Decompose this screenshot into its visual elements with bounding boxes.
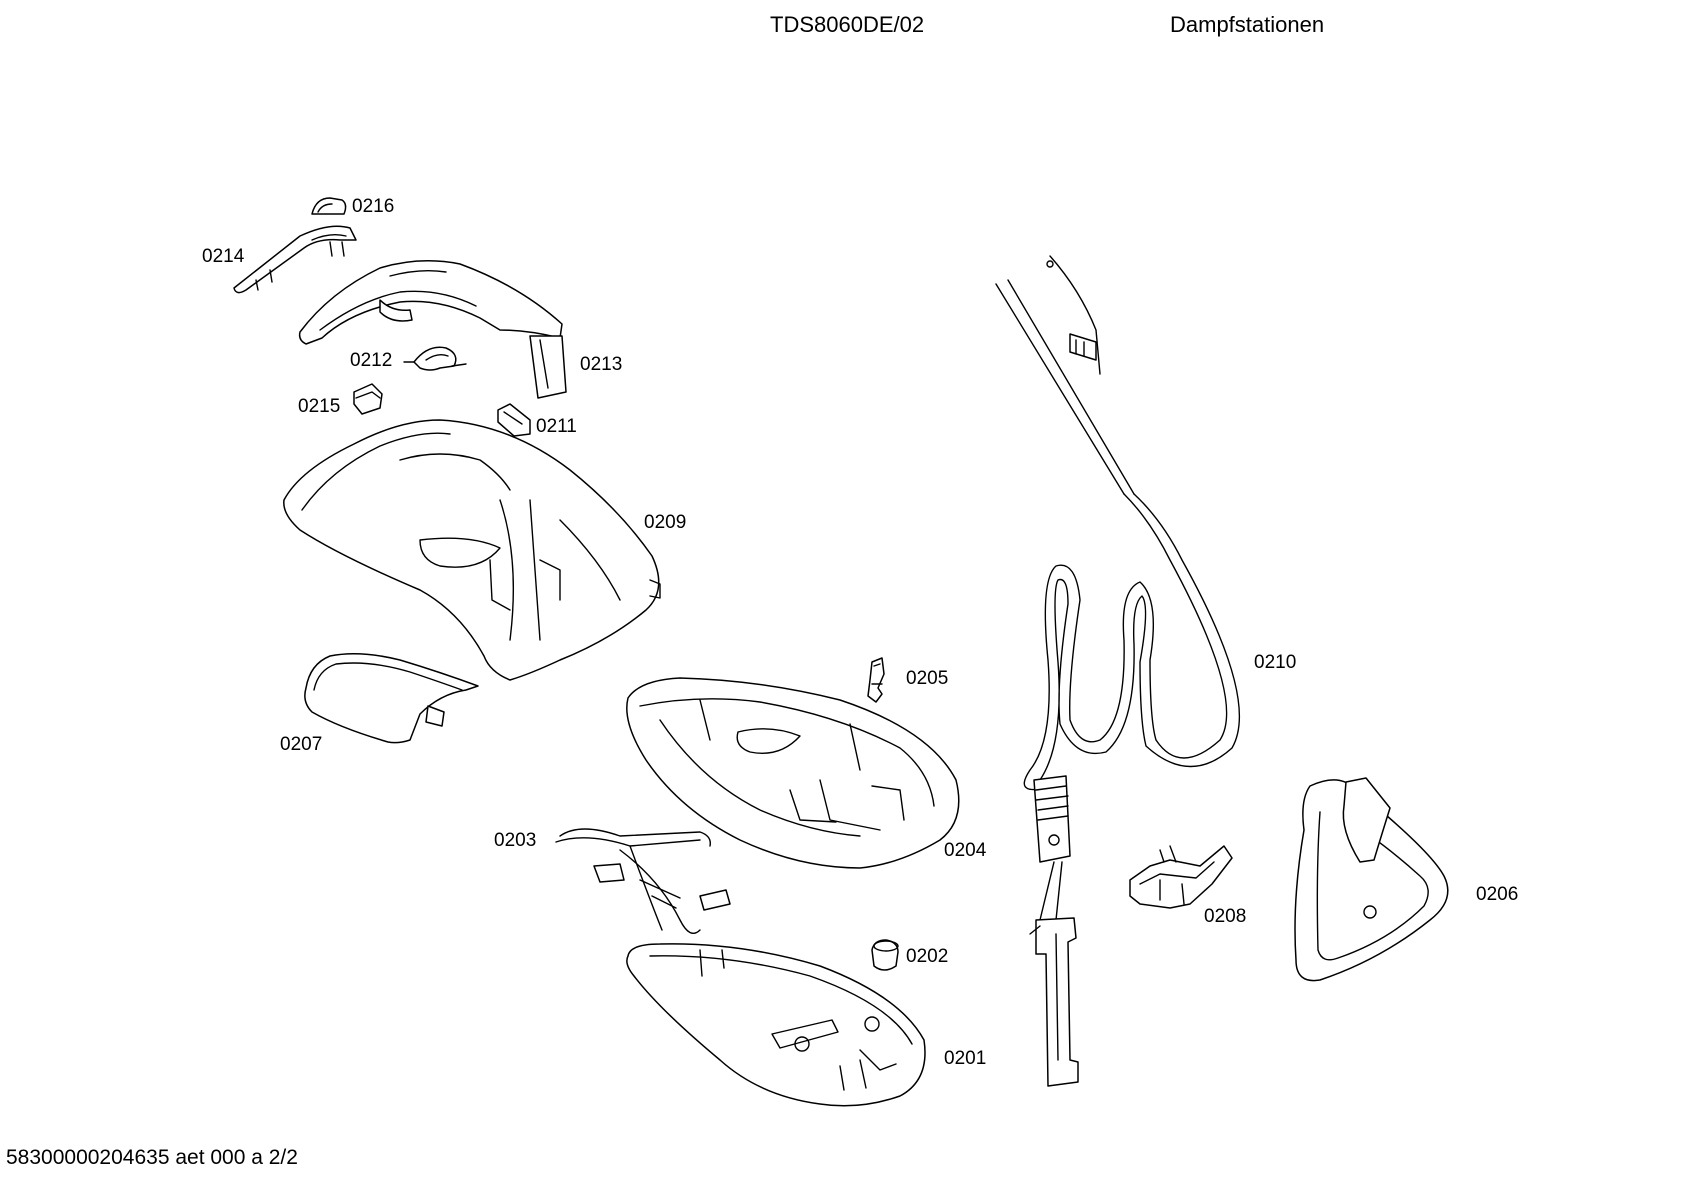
part-0207-cover-plate[interactable]: 0207: [280, 653, 479, 755]
part-0205-sensor[interactable]: 0205: [867, 657, 948, 703]
part-0211-contact-holder[interactable]: 0211: [497, 403, 577, 437]
part-0206-handle-loop[interactable]: 0206: [1294, 777, 1518, 982]
part-0202-knob[interactable]: 0202: [871, 939, 948, 971]
part-label-0203: 0203: [494, 830, 536, 851]
part-label-0201: 0201: [944, 1048, 986, 1069]
part-label-0206: 0206: [1476, 884, 1518, 905]
part-0216-button-cap[interactable]: 0216: [311, 196, 394, 217]
part-label-0211: 0211: [536, 416, 577, 437]
document-code: 58300000204635 aet 000 a 2/2: [6, 1146, 298, 1169]
part-label-0214: 0214: [202, 246, 245, 267]
part-label-0210: 0210: [1254, 652, 1296, 673]
product-category: Dampfstationen: [1170, 12, 1325, 37]
part-label-0207: 0207: [280, 734, 322, 755]
part-label-0216: 0216: [352, 196, 394, 217]
part-label-0212: 0212: [350, 350, 392, 371]
part-0210-steam-hose-cord[interactable]: 0210: [995, 255, 1296, 1087]
part-label-0215: 0215: [298, 396, 340, 417]
part-label-0205: 0205: [906, 668, 948, 689]
part-0203-wiring-harness[interactable]: 0203: [494, 828, 731, 934]
part-0201-soleplate[interactable]: 0201: [626, 943, 986, 1107]
model-number: TDS8060DE/02: [770, 12, 925, 37]
part-0204-base-body[interactable]: 0204: [626, 677, 987, 869]
part-label-0213: 0213: [580, 354, 622, 375]
part-0209-iron-housing[interactable]: 0209: [283, 419, 686, 681]
part-0213-handle[interactable]: 0213: [298, 260, 623, 399]
part-0208-bracket[interactable]: 0208: [1129, 845, 1246, 927]
part-label-0208: 0208: [1204, 906, 1246, 927]
part-label-0209: 0209: [644, 512, 686, 533]
part-label-0202: 0202: [906, 946, 948, 967]
part-label-0204: 0204: [944, 840, 987, 861]
part-0214-handle-trim[interactable]: 0214: [202, 225, 357, 294]
part-0212-spring-clip[interactable]: 0212: [350, 346, 467, 371]
part-0215-micro-switch[interactable]: 0215: [298, 383, 383, 417]
